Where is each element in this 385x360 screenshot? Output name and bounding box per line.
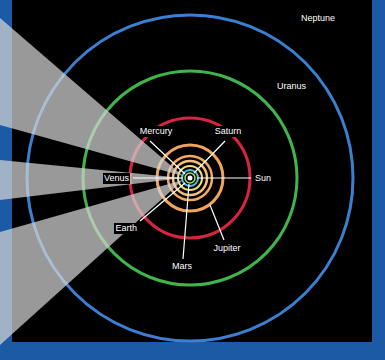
leader-lines <box>133 141 251 259</box>
sun-dot <box>188 176 193 181</box>
wedge <box>0 18 183 176</box>
planet-label: Neptune <box>300 13 336 24</box>
leader-line <box>140 183 185 221</box>
planet-label: Venus <box>103 173 130 184</box>
leader-line <box>197 177 251 178</box>
light-wedges <box>0 18 183 345</box>
mercury-orbit <box>185 173 195 183</box>
leader-line <box>210 205 224 240</box>
leader-line <box>194 141 225 173</box>
leader-line <box>150 141 185 174</box>
planet-label: Mercury <box>139 126 174 137</box>
saturn-orbit <box>130 118 250 238</box>
leader-line <box>133 177 183 178</box>
uranus-orbit <box>83 71 297 285</box>
planet-label: Jupiter <box>212 243 241 254</box>
planet-label: Saturn <box>214 126 243 137</box>
leader-line <box>183 184 189 259</box>
wedge <box>0 180 183 345</box>
planet-label: Earth <box>114 223 138 234</box>
planet-label: Uranus <box>276 81 307 92</box>
planet-label: Sun <box>254 173 272 184</box>
planet-label: Mars <box>171 261 193 272</box>
